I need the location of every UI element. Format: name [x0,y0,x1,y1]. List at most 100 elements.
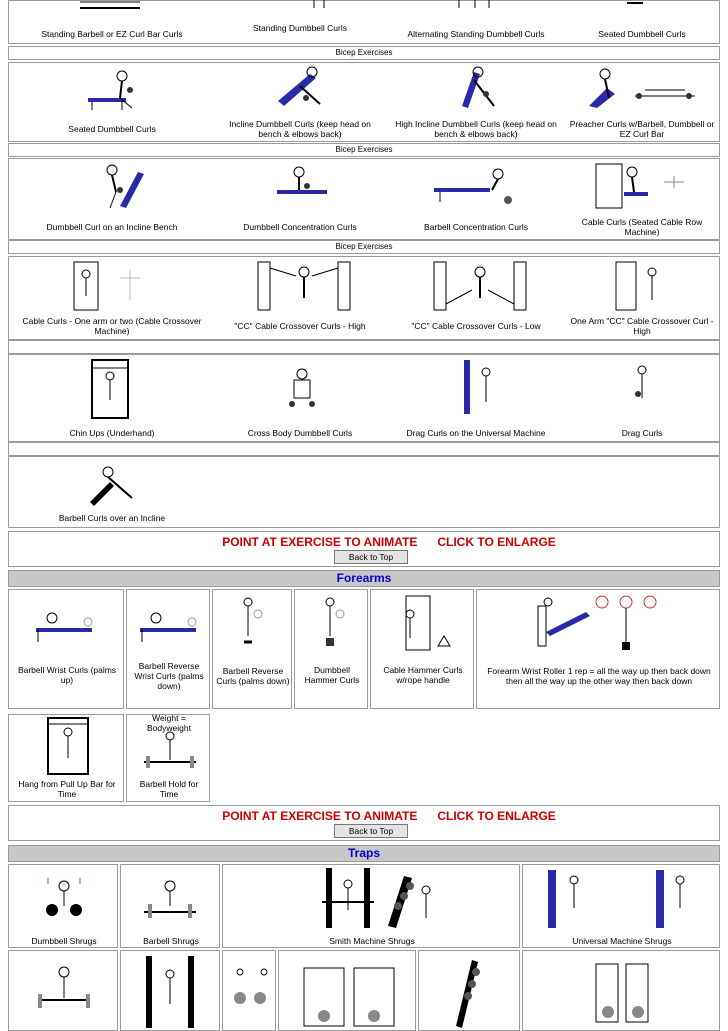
chin-up-figure[interactable] [88,358,132,420]
exercise-label[interactable]: Incline Dumbbell Curls (keep head on ben… [229,119,371,139]
exercise-label[interactable]: Chin Ups (Underhand) [69,428,155,438]
forearm-cell [8,589,124,709]
cable-shrug-figure[interactable] [594,962,654,1024]
row-spacer [8,442,720,456]
preacher-curl-figure[interactable] [585,66,715,111]
plate-lift-figure[interactable] [226,964,274,1026]
exercise-label[interactable]: High Incline Dumbbell Curls (keep head o… [395,119,557,139]
exercise-label[interactable]: Dumbbell Concentration Curls [243,222,357,232]
forearm-cell [476,589,720,709]
exercise-label[interactable]: Standing Barbell or EZ Curl Bar Curls [41,29,183,39]
row-spacer [8,710,720,714]
exercise-label[interactable]: Smith Machine Shrugs [329,936,415,946]
forearm-cell [212,589,292,709]
exercise-label[interactable]: Cross Body Dumbbell Curls [247,428,353,438]
deadlift-shrug-figure[interactable] [34,964,94,1024]
dumbbell-curl-thumbnail[interactable] [310,0,330,8]
traps-cell [8,864,118,948]
hammer-curl-figure[interactable] [318,596,348,650]
section-header-forearms: Forearms [8,570,720,587]
traps-cell [8,950,118,1031]
exercise-label[interactable]: Preacher Curls w/Barbell, Dumbbell or EZ… [569,119,715,139]
machine-shrug-figure[interactable] [300,966,400,1028]
exercise-label[interactable]: Seated Dumbbell Curls [68,124,156,134]
exercise-label[interactable]: Dumbbell Hammer Curls [304,665,360,685]
section-label: Bicep Exercises [8,240,720,254]
incline-curl-figure[interactable] [270,66,330,111]
incline-barbell-curl-figure[interactable] [84,462,144,506]
nav-banner: POINT AT EXERCISE TO ANIMATE CLICK TO EN… [8,531,720,567]
exercise-label[interactable]: "CC" Cable Crossover Curls - High [234,321,366,331]
reverse-curl-figure[interactable] [236,596,266,650]
back-to-top-button[interactable]: Back to Top [334,824,408,838]
weight-note: Weight = Bodyweight [147,713,191,733]
exercise-label[interactable]: Drag Curls [621,428,663,438]
exercise-label[interactable]: Barbell Shrugs [143,936,199,946]
cable-curl-figure[interactable] [592,162,688,210]
seated-curl-figure[interactable] [82,68,142,113]
alt-dumbbell-curl-thumbnail[interactable] [455,0,495,8]
exercise-label[interactable]: Barbell Reverse Curls (palms down) [216,666,290,686]
incline-bench-curl-figure[interactable] [90,162,150,212]
wrist-curl-figure[interactable] [28,600,104,646]
cable-crossover-curl-figure[interactable] [70,260,150,312]
instruction-text: POINT AT EXERCISE TO ANIMATE CLICK TO EN… [222,809,556,823]
seated-dumbbell-curl-thumbnail[interactable] [625,0,645,6]
exercise-label[interactable]: Alternating Standing Dumbbell Curls [407,29,545,39]
row-spacer [8,340,720,354]
exercise-label[interactable]: Barbell Hold for Time [139,779,199,799]
exercise-label[interactable]: One Arm "CC" Cable Crossover Curl - High [570,316,714,336]
traps-cell [222,950,276,1031]
exercise-label[interactable]: Barbell Curls over an Incline [58,513,166,523]
back-to-top-button[interactable]: Back to Top [334,550,408,564]
smith-machine-shrug-figure[interactable] [318,866,438,930]
cable-hammer-curl-figure[interactable] [384,594,464,654]
exercise-label[interactable]: Dumbbell Shrugs [31,936,97,946]
exercise-label[interactable]: Cable Curls (Seated Cable Row Machine) [581,217,703,237]
barbell-curl-thumbnail[interactable] [70,0,150,12]
wrist-roller-figure[interactable] [526,592,666,652]
forearm-cell [126,589,210,709]
section-header-traps: Traps [8,845,720,862]
section-label: Bicep Exercises [8,46,720,60]
exercise-label[interactable]: Drag Curls on the Universal Machine [406,428,546,438]
traps-cell [222,864,520,948]
exercise-label[interactable]: "CC" Cable Crossover Curls - Low [411,321,541,331]
exercise-label[interactable]: Seated Dumbbell Curls [598,29,686,39]
exercise-label[interactable]: Dumbbell Curl on an Incline Bench [46,222,178,232]
row-4 [8,354,720,442]
rack-shrug-figure[interactable] [142,954,198,1030]
exercise-label[interactable]: Hang from Pull Up Bar for Time [18,779,116,799]
section-label: Bicep Exercises [8,143,720,157]
universal-shrug-figure[interactable] [544,866,694,932]
drag-curl-figure[interactable] [628,362,656,412]
barbell-shrug-figure[interactable] [142,878,198,922]
reverse-wrist-curl-figure[interactable] [132,600,208,646]
barbell-hold-figure[interactable] [140,730,200,770]
cross-body-curl-figure[interactable] [282,366,322,410]
nav-banner: POINT AT EXERCISE TO ANIMATE CLICK TO EN… [8,805,720,841]
cc-high-curl-figure[interactable] [256,260,352,312]
one-arm-cc-curl-figure[interactable] [612,260,668,312]
exercise-label[interactable]: Cable Hammer Curls w/rope handle [383,665,463,685]
forearm-cell [370,589,474,709]
exercise-label[interactable]: Barbell Concentration Curls [424,222,528,232]
exercise-label[interactable]: Universal Machine Shrugs [572,936,672,946]
barbell-concentration-curl-figure[interactable] [432,166,518,206]
pull-up-bar-hang-figure[interactable] [44,716,92,776]
exercise-label[interactable]: Barbell Reverse Wrist Curls (palms down) [134,661,204,691]
exercise-label[interactable]: Barbell Wrist Curls (palms up) [17,665,117,685]
cc-low-curl-figure[interactable] [432,260,528,312]
row-5 [8,456,720,528]
high-incline-curl-figure[interactable] [448,66,508,111]
concentration-curl-figure[interactable] [275,166,335,202]
exercise-label[interactable]: Standing Dumbbell Curls [252,23,348,33]
row-3 [8,256,720,340]
dumbbell-shrug-figure[interactable] [42,878,86,922]
exercise-label[interactable]: Cable Curls - One arm or two (Cable Cros… [22,316,202,336]
forearm-cell [294,589,368,709]
plate-tree-figure[interactable] [446,956,496,1028]
instruction-text: POINT AT EXERCISE TO ANIMATE CLICK TO EN… [222,535,556,549]
exercise-label[interactable]: Forearm Wrist Roller 1 rep = all the way… [487,666,711,686]
universal-drag-curl-figure[interactable] [458,358,498,416]
